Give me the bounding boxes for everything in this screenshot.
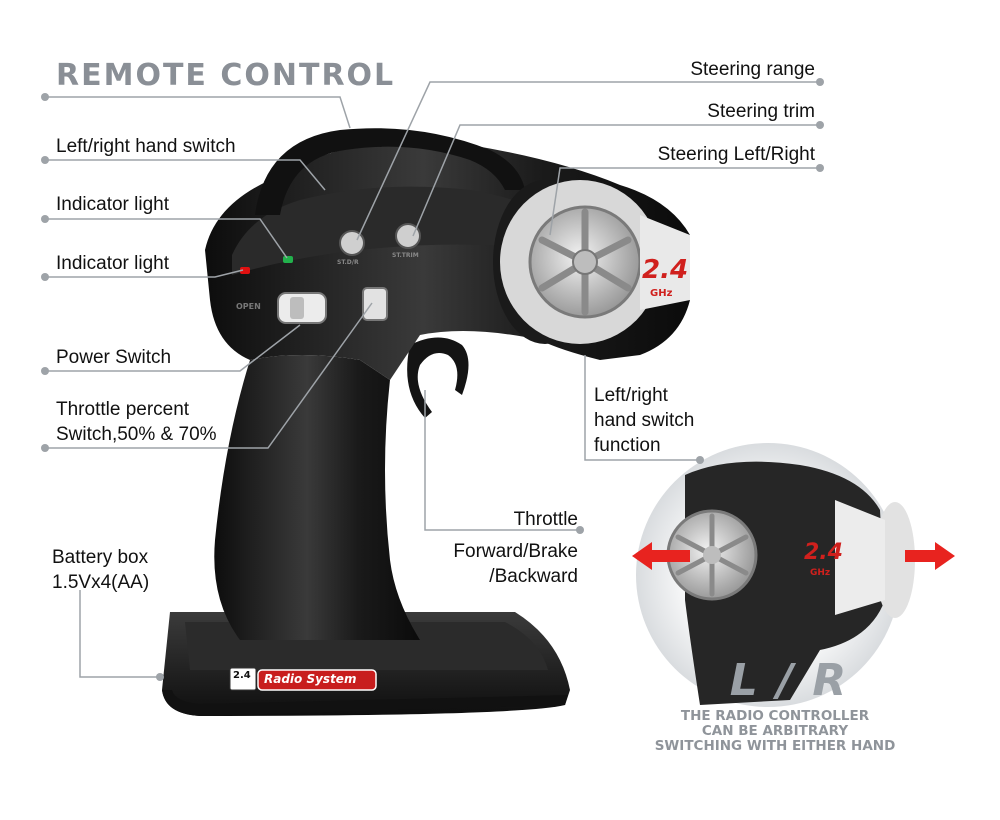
right-arrow-icon [905, 542, 955, 570]
throttle-percent-switch [362, 287, 388, 321]
caption-line2: CAN BE ARBITRARY [701, 723, 849, 739]
power-marking: OPEN [236, 302, 261, 311]
label-steering-range: Steering range [690, 59, 815, 80]
leader-dots [41, 78, 824, 681]
carry-handle [255, 128, 525, 215]
label-throttle-line1: Throttle [513, 509, 578, 530]
label-throttle-percent-line1: Throttle percent [56, 399, 190, 420]
knob2-marking: ST.TRIM [392, 252, 419, 259]
grip [214, 355, 420, 640]
trigger [407, 337, 469, 418]
label-throttle-line2: Forward/Brake [453, 541, 578, 562]
knob1-marking: ST.D/R [337, 259, 359, 266]
steering-trim-knob [395, 223, 421, 249]
label-hand-switch-function-line2: hand switch [594, 410, 695, 431]
label-power-switch: Power Switch [56, 347, 172, 368]
indicator-led-red [240, 267, 250, 274]
device-badge-unit: GHz [650, 288, 673, 299]
leader-lines [45, 81, 820, 678]
label-indicator-light-2: Indicator light [56, 253, 170, 274]
label-battery-box-line1: Battery box [52, 547, 149, 568]
label-indicator-light-1: Indicator light [56, 194, 170, 215]
caption-line1: THE RADIO CONTROLLER [680, 708, 870, 724]
indicator-led-green [283, 256, 293, 263]
base-badge: 2.4 [233, 670, 251, 681]
page-title: REMOTE CONTROL [56, 58, 396, 93]
label-steering-left-right: Steering Left/Right [657, 144, 815, 165]
inset-badge-unit: GHz [810, 568, 831, 578]
caption-line3: SWITCHING WITH EITHER HAND [654, 738, 896, 754]
inset-badge-freq: 2.4 [804, 540, 843, 565]
left-arrow-icon [632, 542, 690, 570]
base-logo: Radio System [264, 672, 357, 686]
label-steering-trim: Steering trim [707, 101, 815, 122]
label-hand-switch: Left/right hand switch [56, 136, 236, 157]
base-logo-plate [257, 669, 377, 691]
label-throttle-line3: /Backward [489, 566, 578, 587]
label-throttle-percent-line2: Switch,50% & 70% [56, 424, 217, 445]
label-hand-switch-function-line1: Left/right [594, 385, 668, 406]
device-badge-freq: 2.4 [642, 255, 689, 285]
lr-letters: L / R [729, 655, 849, 706]
steering-range-knob [339, 230, 365, 256]
label-hand-switch-function-line3: function [594, 435, 661, 456]
label-battery-box-line2: 1.5Vx4(AA) [52, 572, 150, 593]
